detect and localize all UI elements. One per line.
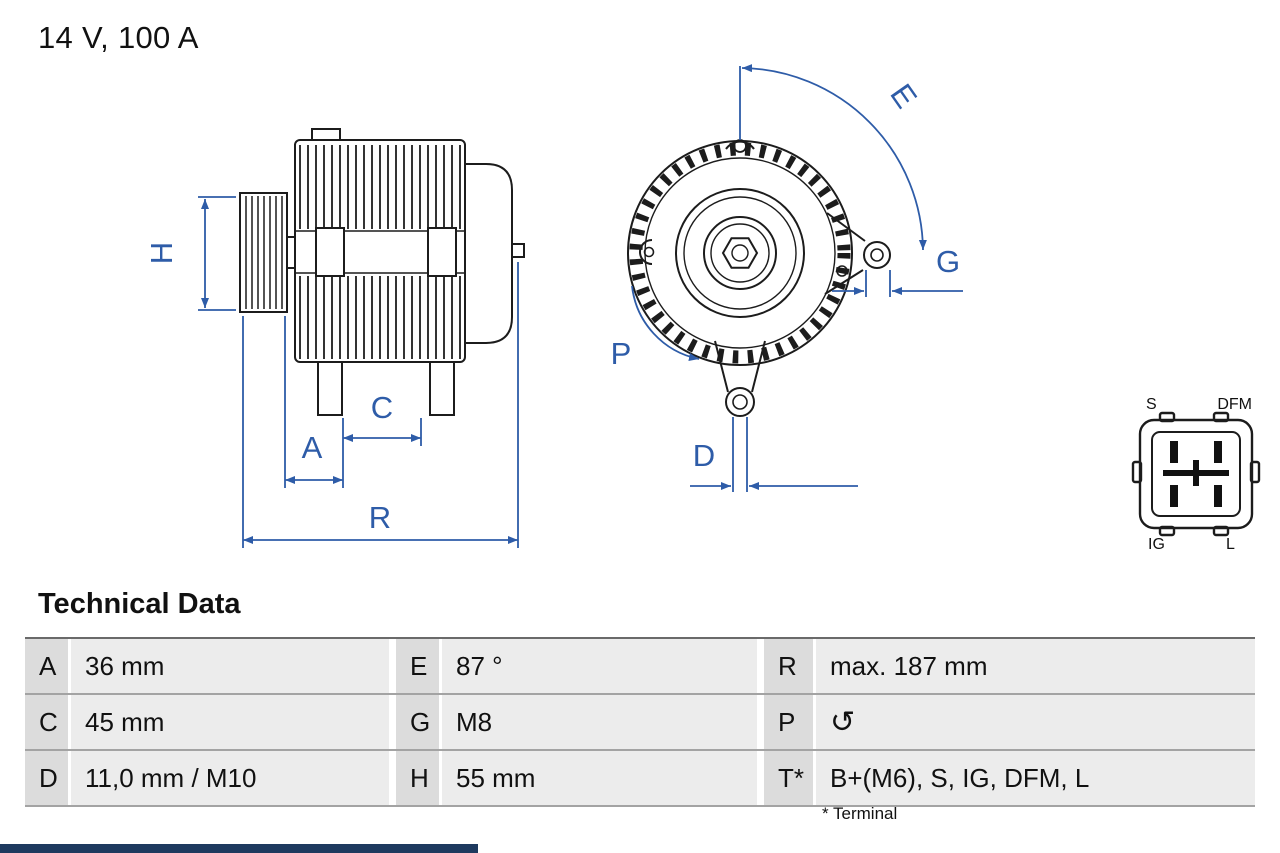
technical-drawing: H A C R bbox=[144, 64, 1261, 553]
dim-label-d: D bbox=[693, 438, 715, 473]
table-cell-value: M8 bbox=[442, 695, 764, 749]
table-row: C 45 mm G M8 P ↺ bbox=[25, 695, 1255, 751]
table-cell-value: B+(M6), S, IG, DFM, L bbox=[816, 751, 1255, 805]
terminal-connector-diagram: S DFM IG L bbox=[1131, 396, 1261, 553]
dim-label-e: E bbox=[883, 77, 924, 114]
dim-label-p: P bbox=[611, 336, 632, 371]
connector-pin-label-l: L bbox=[1226, 536, 1235, 553]
table-cell-value: 87 ° bbox=[442, 639, 764, 693]
table-cell-label: R bbox=[764, 639, 816, 693]
table-cell-value: 55 mm bbox=[442, 751, 764, 805]
bottom-bar bbox=[0, 844, 478, 853]
connector-pin-label-dfm: DFM bbox=[1217, 396, 1252, 413]
table-cell-value: 45 mm bbox=[71, 695, 396, 749]
dim-label-r: R bbox=[369, 500, 391, 535]
dim-label-g: G bbox=[936, 244, 960, 279]
table-cell-label: T* bbox=[764, 751, 816, 805]
connector-pin-label-s: S bbox=[1146, 396, 1157, 413]
dim-label-a: A bbox=[302, 430, 323, 465]
table-cell-value: 36 mm bbox=[71, 639, 396, 693]
table-cell-label: D bbox=[25, 751, 71, 805]
table-cell-label: E bbox=[396, 639, 442, 693]
connector-pins bbox=[1163, 441, 1229, 507]
table-cell-label: C bbox=[25, 695, 71, 749]
technical-data-heading: Technical Data bbox=[38, 588, 241, 620]
dim-label-h: H bbox=[144, 242, 179, 264]
table-row: A 36 mm E 87 ° R max. 187 mm bbox=[25, 639, 1255, 695]
product-spec-title: 14 V, 100 A bbox=[38, 20, 199, 55]
alternator-front-view: E G P D bbox=[611, 64, 963, 492]
table-cell-label: P bbox=[764, 695, 816, 749]
alternator-side-view: H A C R bbox=[144, 128, 525, 548]
rotation-direction-icon: ↺ bbox=[816, 695, 1255, 749]
terminal-footnote: * Terminal bbox=[822, 804, 898, 823]
table-cell-label: G bbox=[396, 695, 442, 749]
table-cell-value: max. 187 mm bbox=[816, 639, 1255, 693]
dim-label-c: C bbox=[371, 390, 393, 425]
table-cell-value: 11,0 mm / M10 bbox=[71, 751, 396, 805]
table-row: D 11,0 mm / M10 H 55 mm T* B+(M6), S, IG… bbox=[25, 751, 1255, 807]
connector-pin-label-ig: IG bbox=[1148, 536, 1165, 553]
technical-data-table: A 36 mm E 87 ° R max. 187 mm C 45 mm G M… bbox=[25, 637, 1255, 807]
table-cell-label: H bbox=[396, 751, 442, 805]
table-cell-label: A bbox=[25, 639, 71, 693]
